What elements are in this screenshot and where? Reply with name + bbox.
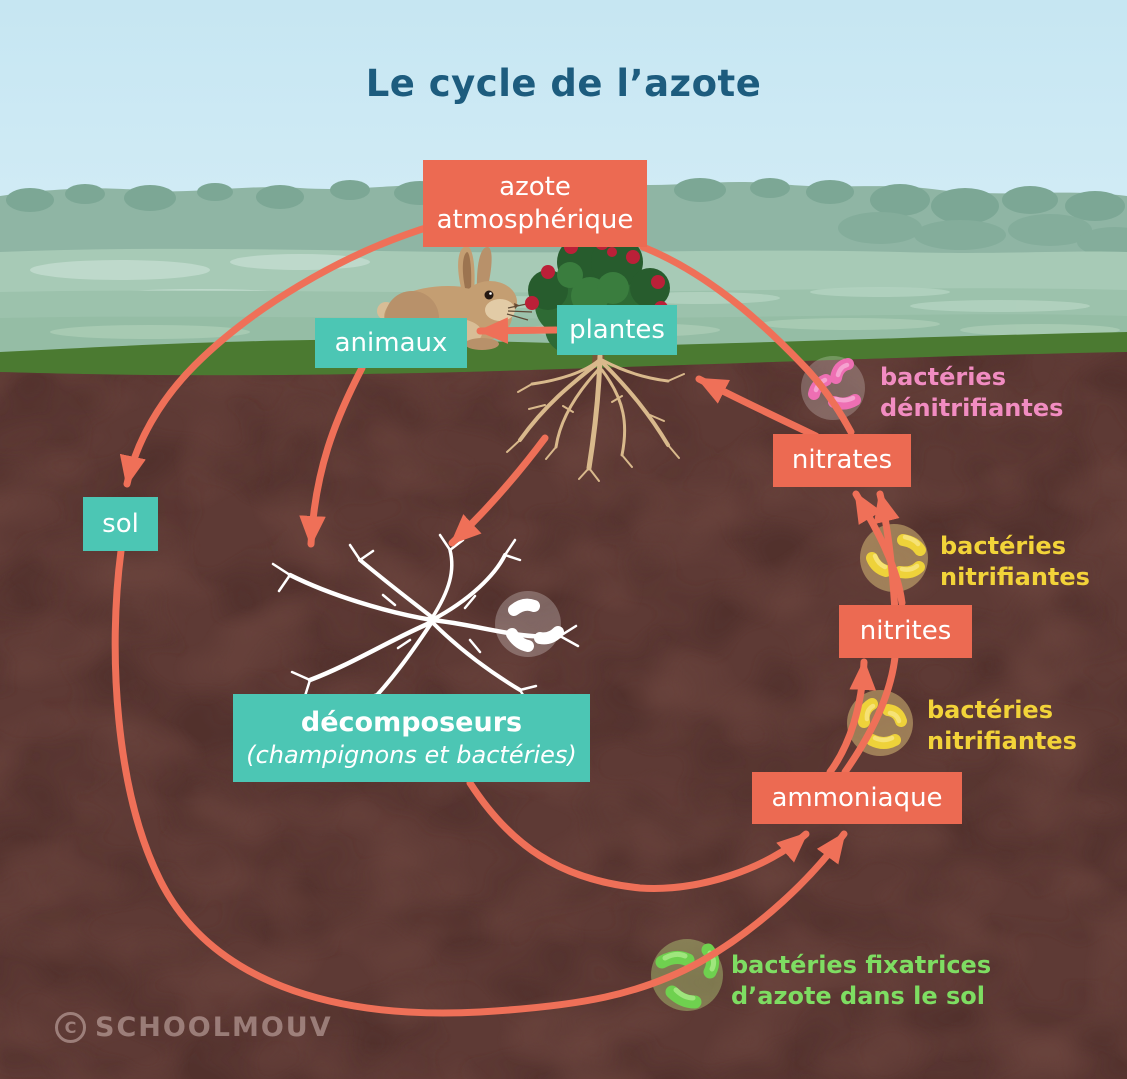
node-box-sol: sol <box>83 497 158 551</box>
label-line: bactéries <box>940 532 1066 560</box>
label-bacteries-denitrifiantes: bactéries dénitrifiantes <box>880 362 1063 423</box>
denitrifying-bacteria-icon <box>801 356 865 420</box>
node-box-azote-atmospherique: azote atmosphérique <box>423 160 647 247</box>
arrow-plantes-to-decomposeurs <box>448 434 549 547</box>
node-label: ammoniaque <box>771 782 943 813</box>
node-label: atmosphérique <box>436 204 634 235</box>
node-label: sol <box>102 508 139 539</box>
arrow-nitrates-to-azote <box>639 243 855 436</box>
label-line: bactéries <box>880 363 1006 391</box>
node-box-ammoniaque: ammoniaque <box>752 772 962 824</box>
label-line: nitrifiantes <box>940 562 1090 591</box>
node-label: plantes <box>569 314 665 345</box>
node-label: décomposeurs <box>300 707 523 739</box>
roots-illustration <box>506 353 685 482</box>
node-label: (champignons et bactéries) <box>246 740 577 769</box>
arrow-azote-to-sol <box>119 222 436 488</box>
label-bacteries-nitrifiantes-bas: bactéries nitrifiantes <box>927 695 1077 756</box>
node-box-plantes: plantes <box>557 305 677 355</box>
label-line: dénitrifiantes <box>880 393 1064 422</box>
node-label: nitrates <box>791 445 893 476</box>
node-box-nitrates: nitrates <box>773 434 911 487</box>
arrow-nitrites-to-nitrates <box>852 490 906 607</box>
arrow-nitrates-to-plantes <box>695 375 820 440</box>
node-box-nitrites: nitrites <box>839 605 972 658</box>
label-line: nitrifiantes <box>927 726 1077 755</box>
node-box-decomposeurs: décomposeurs (champignons et bactéries) <box>233 694 590 782</box>
label-line: bactéries <box>927 696 1053 724</box>
fixing-bacteria-icon <box>651 939 723 1011</box>
watermark-text: SCHOOLMOUV <box>95 1012 333 1043</box>
node-box-animaux: animaux <box>315 318 467 368</box>
node-label: azote <box>499 172 571 202</box>
arrow-plantes-to-animaux <box>476 317 560 344</box>
label-line: d’azote dans le sol <box>731 981 986 1010</box>
arrow-ammoniaque-to-nitrites <box>826 658 877 776</box>
page-title: Le cycle de l’azote <box>365 62 762 105</box>
label-line: bactéries fixatrices <box>731 951 992 979</box>
schoolmouv-watermark: C SCHOOLMOUV <box>55 1012 333 1043</box>
arrow-decomposeurs-to-ammoniaque <box>466 779 810 892</box>
cycle-arrows <box>111 222 906 1017</box>
label-bacteries-nitrifiantes-haut: bactéries nitrifiantes <box>940 531 1090 592</box>
label-bacteries-fixatrices: bactéries fixatrices d’azote dans le sol <box>731 950 991 1011</box>
arrow-sol-to-ammoniaque <box>111 547 848 1017</box>
copyright-icon: C <box>55 1012 86 1043</box>
arrow-animaux-to-decomposeurs <box>299 364 366 548</box>
node-label: animaux <box>334 327 448 358</box>
decomposer-bacteria-icon <box>495 591 564 657</box>
node-label: nitrites <box>859 616 952 647</box>
